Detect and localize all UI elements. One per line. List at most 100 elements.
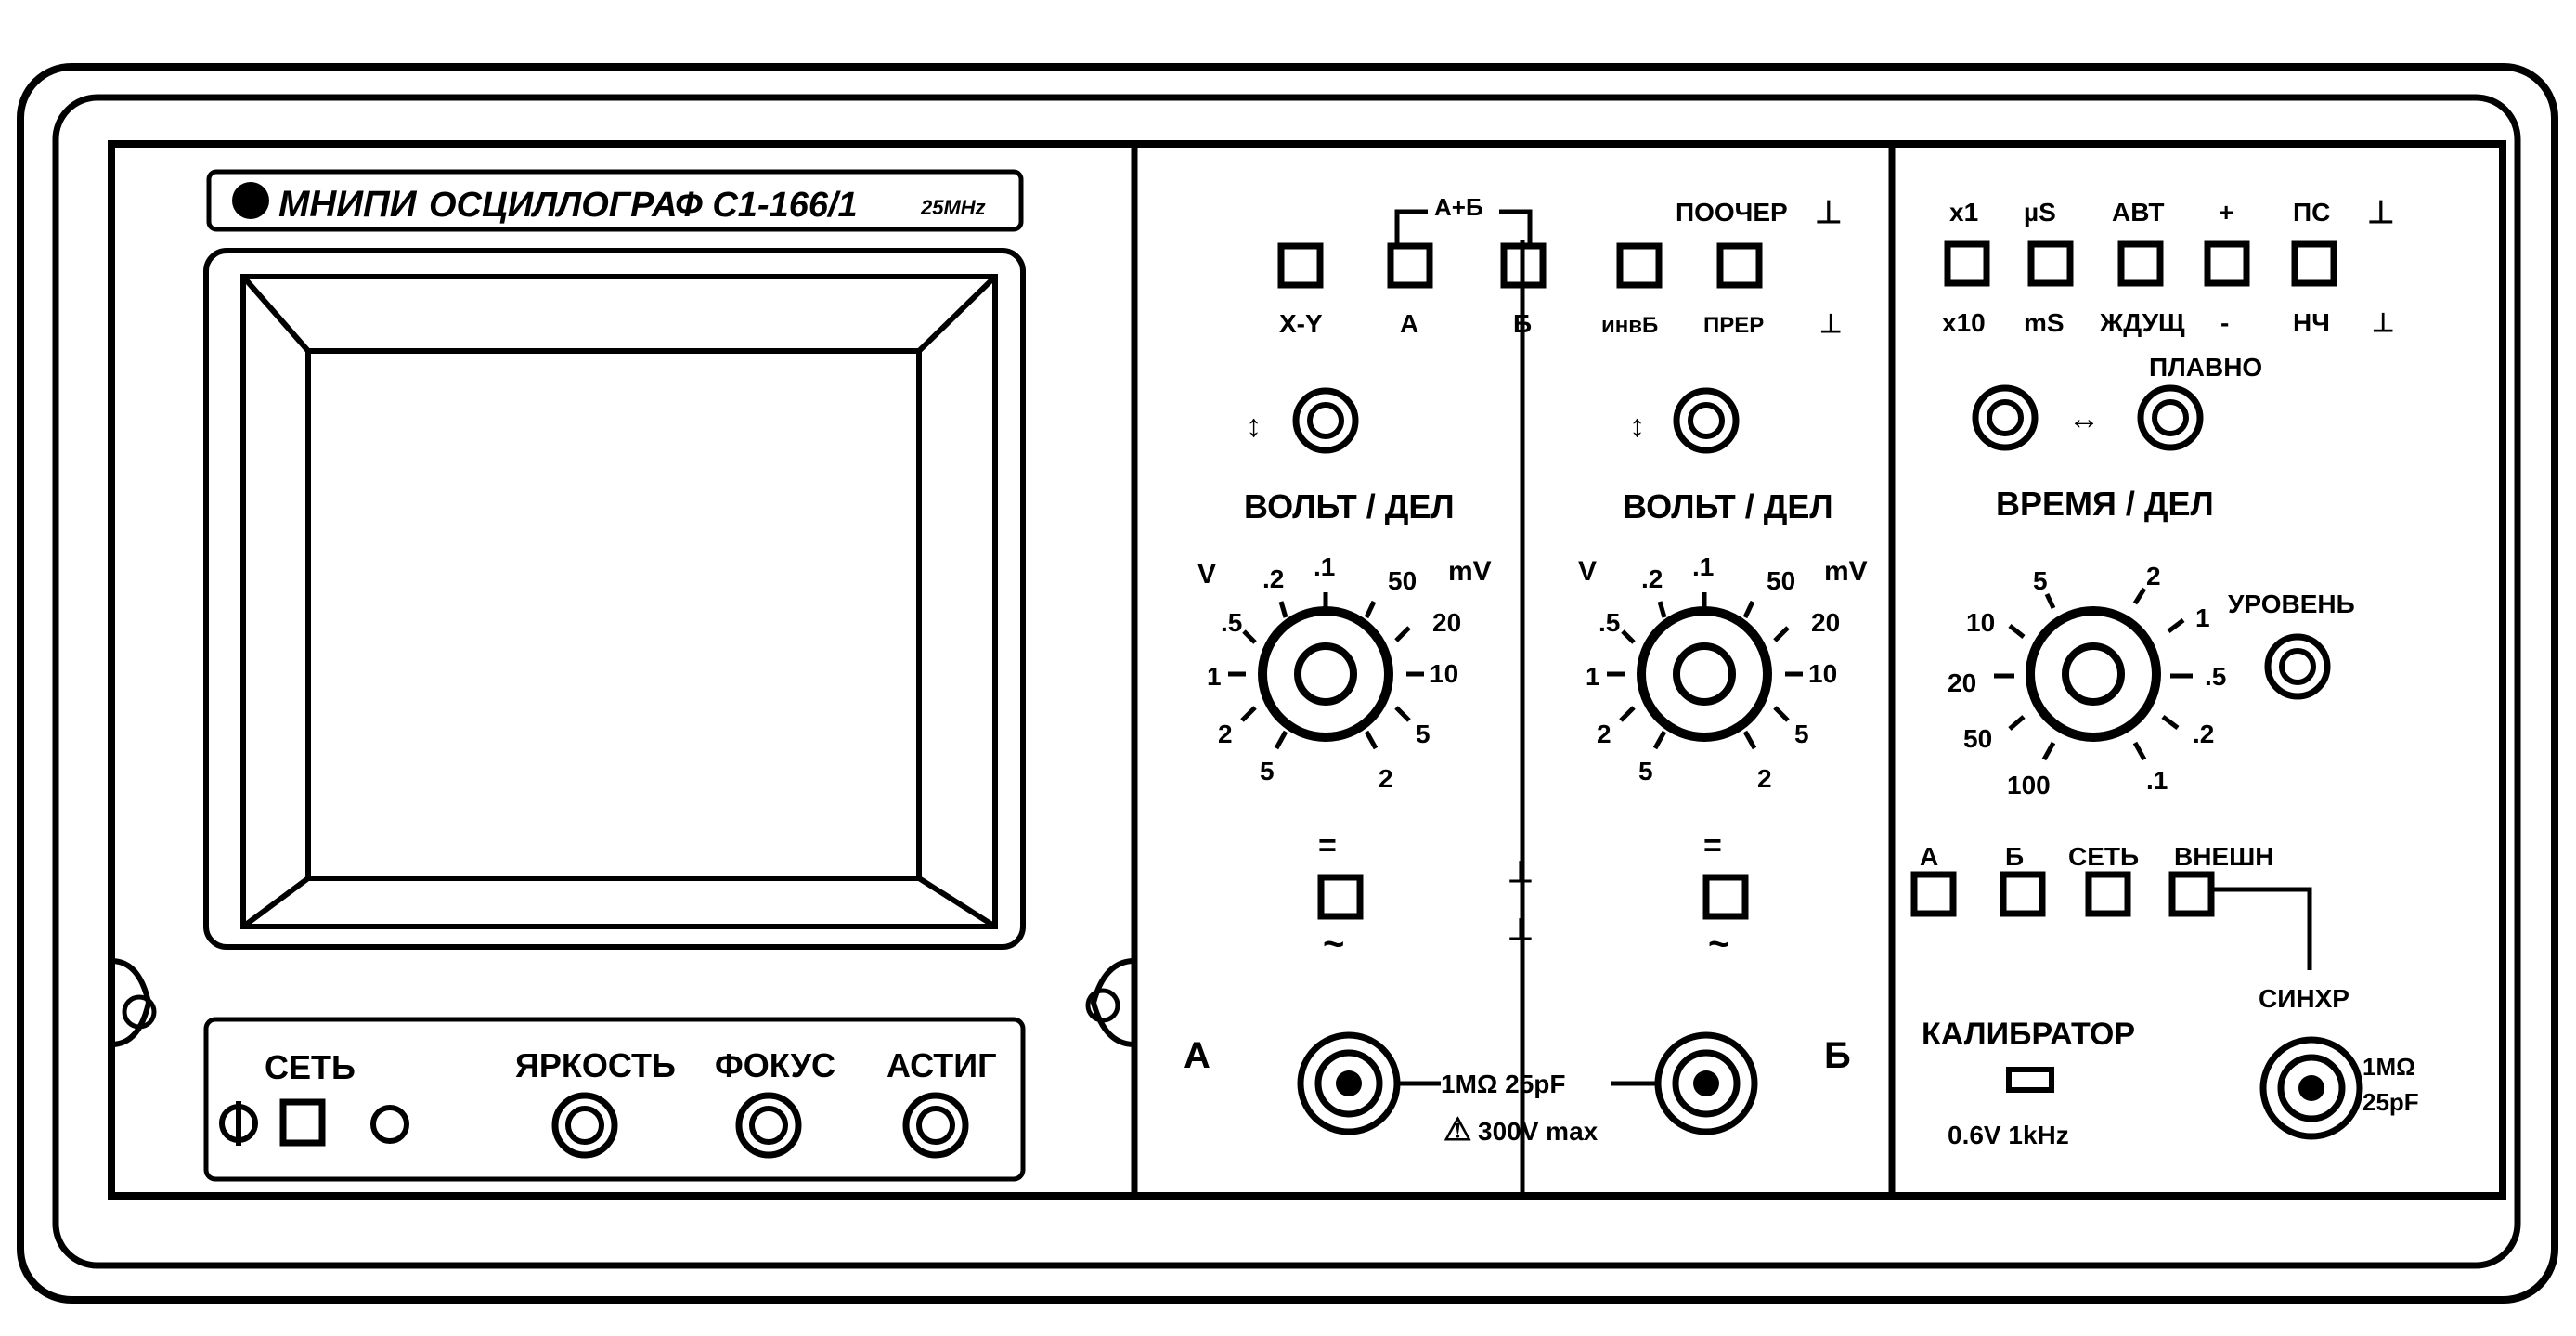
position-a-arrows-icon: ↕ — [1246, 409, 1262, 444]
level-knob[interactable] — [2264, 633, 2331, 700]
tick-label: 50 — [1963, 724, 1992, 753]
mount-hole-right — [1085, 958, 1135, 1047]
position-b-knob[interactable] — [1673, 387, 1740, 454]
channel-a-mode-label: А — [1400, 309, 1418, 338]
sync-source-mains-label: СЕТЬ — [2068, 842, 2139, 871]
tick-label: 100 — [2007, 771, 2051, 799]
brand-name: МНИПИ — [278, 184, 418, 225]
input-b-bnc-connector[interactable] — [1654, 1031, 1758, 1135]
trigger-coupling-button[interactable] — [2291, 240, 2337, 287]
dc-trigger-label: ПС — [2293, 198, 2330, 227]
channel-b-mode-label: Б — [1513, 309, 1532, 338]
sync-capacitance-label: 25pF — [2362, 1088, 2419, 1116]
time-div-dial: 5 2 1 .5 .2 .1 100 50 20 10 — [1948, 562, 2226, 799]
tick-label: 1 — [2195, 603, 2210, 632]
sync-bnc-connector[interactable] — [2259, 1036, 2363, 1140]
invert-b-label: инвБ — [1601, 313, 1658, 338]
tick-label: 2 — [1757, 764, 1772, 793]
dial-ticks-a — [1228, 592, 1424, 750]
volts-div-a-knob[interactable] — [1258, 606, 1393, 742]
tick-label: 10 — [1430, 659, 1458, 688]
bandwidth-label: 25MHz — [920, 196, 986, 219]
sync-source-a-button[interactable] — [1910, 871, 1957, 917]
input-a-label: А — [1184, 1035, 1210, 1076]
ground-icon-4: ⊥ — [1508, 913, 1534, 946]
brightness-knob[interactable] — [551, 1092, 618, 1159]
inner-bezel — [52, 94, 2521, 1269]
position-b-arrows-icon: ↕ — [1629, 409, 1645, 444]
magnifier-button[interactable] — [1944, 240, 1990, 287]
slope-plus-label: + — [2219, 198, 2233, 227]
calibrator-output[interactable] — [2006, 1067, 2054, 1093]
volts-div-b-dial: V mV .5 .2 .1 50 20 10 5 2 5 2 1 — [1578, 552, 1868, 793]
calibrator-label: КАЛИБРАТОР — [1922, 1017, 2135, 1052]
input-a-bnc-connector[interactable] — [1297, 1031, 1401, 1135]
v-unit-a: V — [1197, 559, 1216, 590]
tick-label: .5 — [2205, 662, 2226, 691]
ground-icon-6: ⊥ — [2372, 308, 2394, 337]
power-label: СЕТЬ — [265, 1048, 356, 1086]
mount-hole-left — [110, 958, 157, 1047]
coupling-a-dc-label: = — [1318, 828, 1337, 863]
volts-div-b-knob[interactable] — [1637, 606, 1772, 742]
tick-label: 50 — [1767, 566, 1795, 595]
xy-mode-label: X-Y — [1279, 309, 1323, 338]
channel-a-button[interactable] — [1387, 242, 1433, 289]
level-label: УРОВЕНЬ — [2228, 590, 2355, 618]
time-div-label: ВРЕМЯ / ДЕЛ — [1996, 485, 2214, 523]
channel-b-button[interactable] — [1500, 242, 1547, 289]
sum-mode-bracket — [1394, 209, 1533, 243]
brand-plate — [206, 169, 1024, 232]
tick-label: 5 — [1416, 720, 1430, 748]
sync-source-mains-button[interactable] — [2085, 871, 2131, 917]
tick-label: 50 — [1388, 566, 1417, 595]
tick-label: 20 — [1811, 608, 1840, 637]
dial-ticks-time — [1994, 587, 2193, 761]
chop-button[interactable] — [1716, 242, 1763, 289]
coupling-b-button[interactable] — [1702, 874, 1749, 920]
tick-label: 2 — [1379, 764, 1393, 793]
lf-trigger-label: НЧ — [2293, 308, 2330, 337]
xy-mode-button[interactable] — [1277, 242, 1324, 289]
invert-b-button[interactable] — [1616, 242, 1663, 289]
calibrator-spec-label: 0.6V 1kHz — [1948, 1121, 2069, 1149]
tick-label: .1 — [2146, 766, 2168, 795]
input-b-label: Б — [1824, 1035, 1851, 1076]
alternate-mode-label: ПООЧЕР — [1676, 198, 1788, 227]
time-unit-button[interactable] — [2027, 240, 2074, 287]
astig-label: АСТИГ — [887, 1046, 996, 1084]
sync-source-b-button[interactable] — [2000, 871, 2046, 917]
mv-unit-a: mV — [1448, 556, 1492, 587]
vernier-knob[interactable] — [2137, 384, 2204, 451]
sweep-mode-button[interactable] — [2117, 240, 2164, 287]
ground-icon: ⊥ — [1815, 195, 1843, 230]
astig-knob[interactable] — [902, 1092, 969, 1159]
coupling-a-button[interactable] — [1317, 874, 1364, 920]
coupling-a-ac-label: ~ — [1323, 924, 1344, 965]
tick-label: 20 — [1432, 608, 1461, 637]
tick-label: 1 — [1207, 662, 1222, 691]
sync-impedance-label: 1MΩ — [2362, 1053, 2415, 1081]
sync-source-ext-button[interactable] — [2168, 871, 2215, 917]
ground-icon-5: ⊥ — [2367, 195, 2395, 230]
sync-source-a-label: А — [1920, 842, 1938, 871]
sync-label: СИНХР — [2259, 984, 2349, 1013]
focus-knob[interactable] — [735, 1092, 802, 1159]
tick-label: .5 — [1599, 608, 1620, 637]
tick-label: 20 — [1948, 668, 1976, 697]
us-label: µS — [2024, 198, 2056, 227]
slope-button[interactable] — [2204, 240, 2250, 287]
vernier-label: ПЛАВНО — [2149, 353, 2262, 382]
tick-label: .2 — [1641, 564, 1663, 593]
h-position-knob[interactable] — [1972, 384, 2039, 451]
position-a-knob[interactable] — [1292, 387, 1359, 454]
sum-mode-label: А+Б — [1434, 193, 1483, 221]
tick-label: 10 — [1966, 608, 1995, 637]
instrument-title: ОСЦИЛЛОГРАФ С1-166/1 — [429, 186, 858, 225]
sync-source-ext-label: ВНЕШН — [2174, 842, 2273, 871]
power-button[interactable] — [279, 1098, 326, 1147]
sync-source-b-label: Б — [2005, 842, 2024, 871]
time-div-knob[interactable] — [2026, 606, 2161, 742]
chop-label: ПРЕР — [1703, 313, 1764, 338]
